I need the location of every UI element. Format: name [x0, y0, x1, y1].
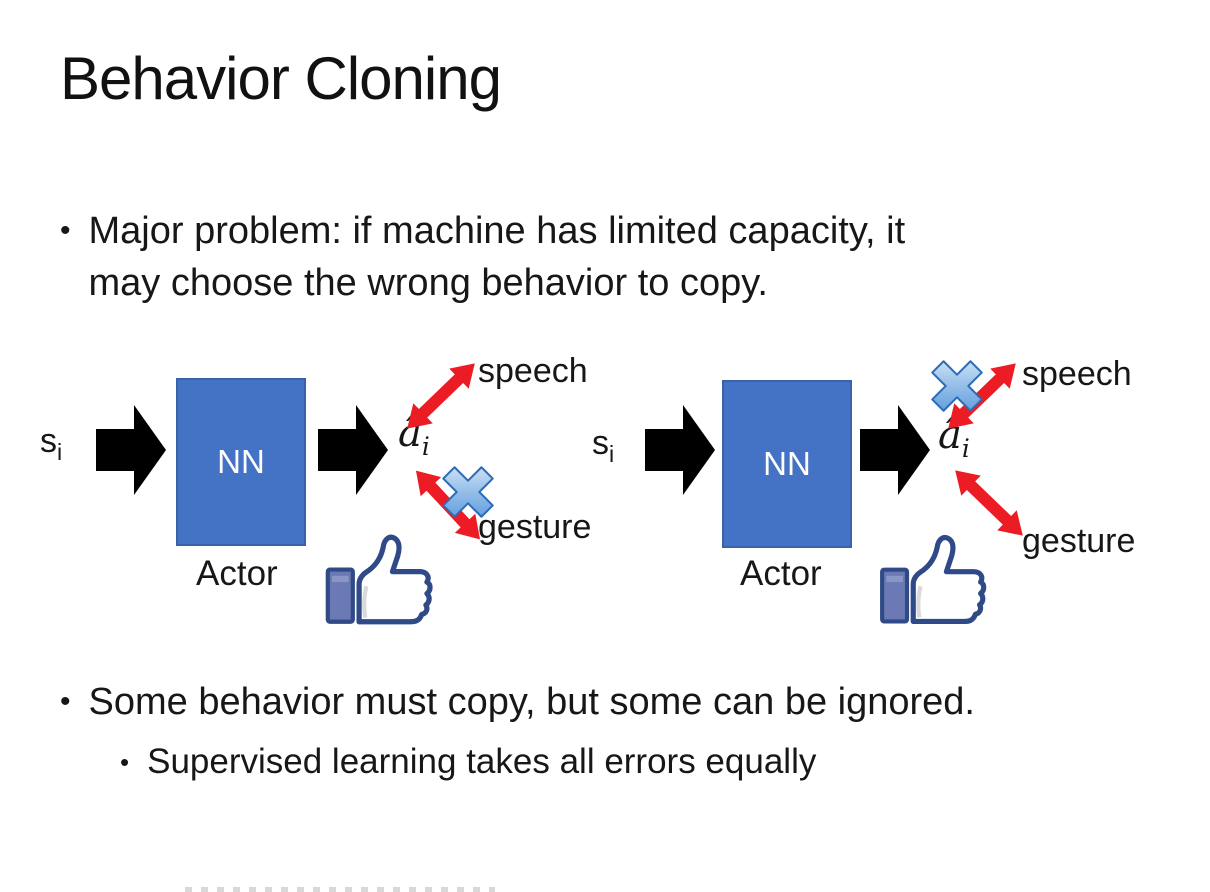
bullet-text: Supervised learning takes all errors equ… [147, 742, 817, 781]
nn-box: NN [176, 378, 306, 546]
state-input-label: si [40, 422, 63, 465]
bullet-some-behavior: • Some behavior must copy, but some can … [60, 676, 975, 728]
block-arrow-icon [645, 405, 715, 495]
state-input-label: si [592, 424, 615, 467]
actor-label: Actor [740, 554, 822, 593]
speech-label: speech [1022, 355, 1132, 393]
nn-box-label: NN [763, 445, 811, 482]
thumbs-down-icon [880, 534, 987, 625]
block-arrow-icon [860, 405, 930, 495]
nn-box-label: NN [217, 443, 265, 480]
double-arrow-speech-icon [948, 363, 1016, 429]
block-arrow-icon [96, 405, 166, 495]
bullet-line: may choose the wrong behavior to copy. [88, 262, 768, 304]
thumbs-up-icon [325, 534, 433, 625]
diagram-left: si NN âi speech gesture Actor [0, 350, 620, 635]
cutoff-text-artifact [185, 887, 495, 892]
double-arrow-gesture-icon [955, 470, 1023, 536]
bullet-major-problem: • Major problem: if machine has limited … [60, 205, 905, 309]
double-arrow-speech-icon [407, 363, 475, 429]
bullet-text: Major problem: if machine has limited ca… [89, 205, 906, 309]
bullet-text: Some behavior must copy, but some can be… [88, 681, 975, 723]
speech-label: speech [478, 352, 588, 390]
gesture-label: gesture [1022, 522, 1136, 560]
actor-label: Actor [196, 554, 278, 593]
diagram-right: si NN âi speech gesture Actor [548, 350, 1168, 635]
nn-box: NN [722, 380, 852, 548]
bullet-marker: • [60, 214, 71, 247]
cross-icon [442, 466, 494, 518]
bullet-supervised-learning: • Supervised learning takes all errors e… [120, 738, 816, 786]
bullet-line: Major problem: if machine has limited ca… [88, 210, 906, 252]
bullet-marker: • [60, 685, 71, 718]
block-arrow-icon [318, 405, 388, 495]
gesture-label: gesture [478, 508, 592, 546]
slide-title: Behavior Cloning [60, 45, 502, 112]
cross-icon [931, 360, 983, 412]
bullet-marker: • [120, 747, 130, 777]
